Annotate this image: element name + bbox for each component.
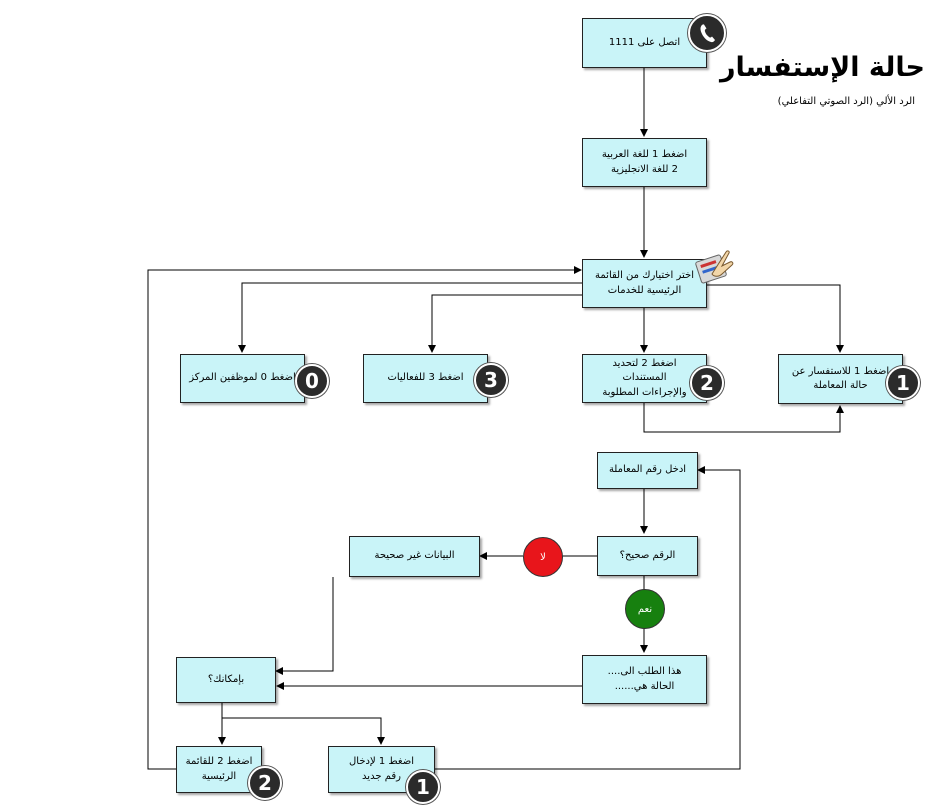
decision-no: لا — [523, 537, 563, 577]
phone-icon — [688, 14, 726, 52]
edge-menu-option1 — [707, 284, 844, 353]
option-1-node: اضغط 1 للاستفسار عن حالة المعاملة — [778, 354, 903, 404]
badge-option-2: 2 — [690, 366, 724, 400]
edge-new-enter — [435, 466, 741, 770]
option-3-node: اضغط 3 للفعاليات — [363, 354, 488, 403]
invalid-data-node: البيانات غير صحيحة — [349, 536, 480, 577]
is-valid-node: الرقم صحيح؟ — [597, 536, 698, 576]
badge-option-1: 1 — [886, 366, 920, 400]
badge-option-0: 0 — [295, 364, 329, 398]
can-i-node: بإمكانك؟ — [176, 657, 276, 703]
page-title: حالة الإستفسار — [719, 52, 925, 83]
page-subtitle: الرد الألي (الرد الصوتي التفاعلي) — [777, 96, 915, 107]
badge-option-3: 3 — [474, 363, 508, 397]
main-menu-node: اختر اختيارك من القائمة الرئيسية للخدمات — [582, 259, 707, 308]
badge-new-number: 1 — [406, 770, 440, 804]
option-2-node: اضغط 2 لتحديد المستندات والإجراءات المطل… — [582, 354, 707, 403]
decision-yes: نعم — [625, 589, 665, 629]
status-result-node: هذا الطلب الى.... الحالة هي...... — [582, 655, 707, 704]
edge-back-menu — [147, 266, 582, 770]
edge-menu-option3 — [428, 294, 583, 353]
badge-back-main: 2 — [248, 766, 282, 800]
edge-invalid-can — [275, 577, 334, 675]
edge-menu-option0 — [238, 282, 583, 353]
edge-option2-option1 — [643, 403, 844, 433]
back-main-node: اضغط 2 للقائمة الرئيسية — [176, 746, 262, 793]
edge-can-new — [221, 703, 385, 745]
call-node: اتصل على 1111 — [582, 18, 707, 68]
hand-pointer-icon — [692, 244, 738, 290]
language-node: اضغط 1 للغة العربية 2 للغة الانجليزية — [582, 138, 707, 187]
option-0-node: اضغط 0 لموظفين المركز — [180, 354, 305, 403]
enter-number-node: ادخل رقم المعاملة — [597, 452, 698, 489]
